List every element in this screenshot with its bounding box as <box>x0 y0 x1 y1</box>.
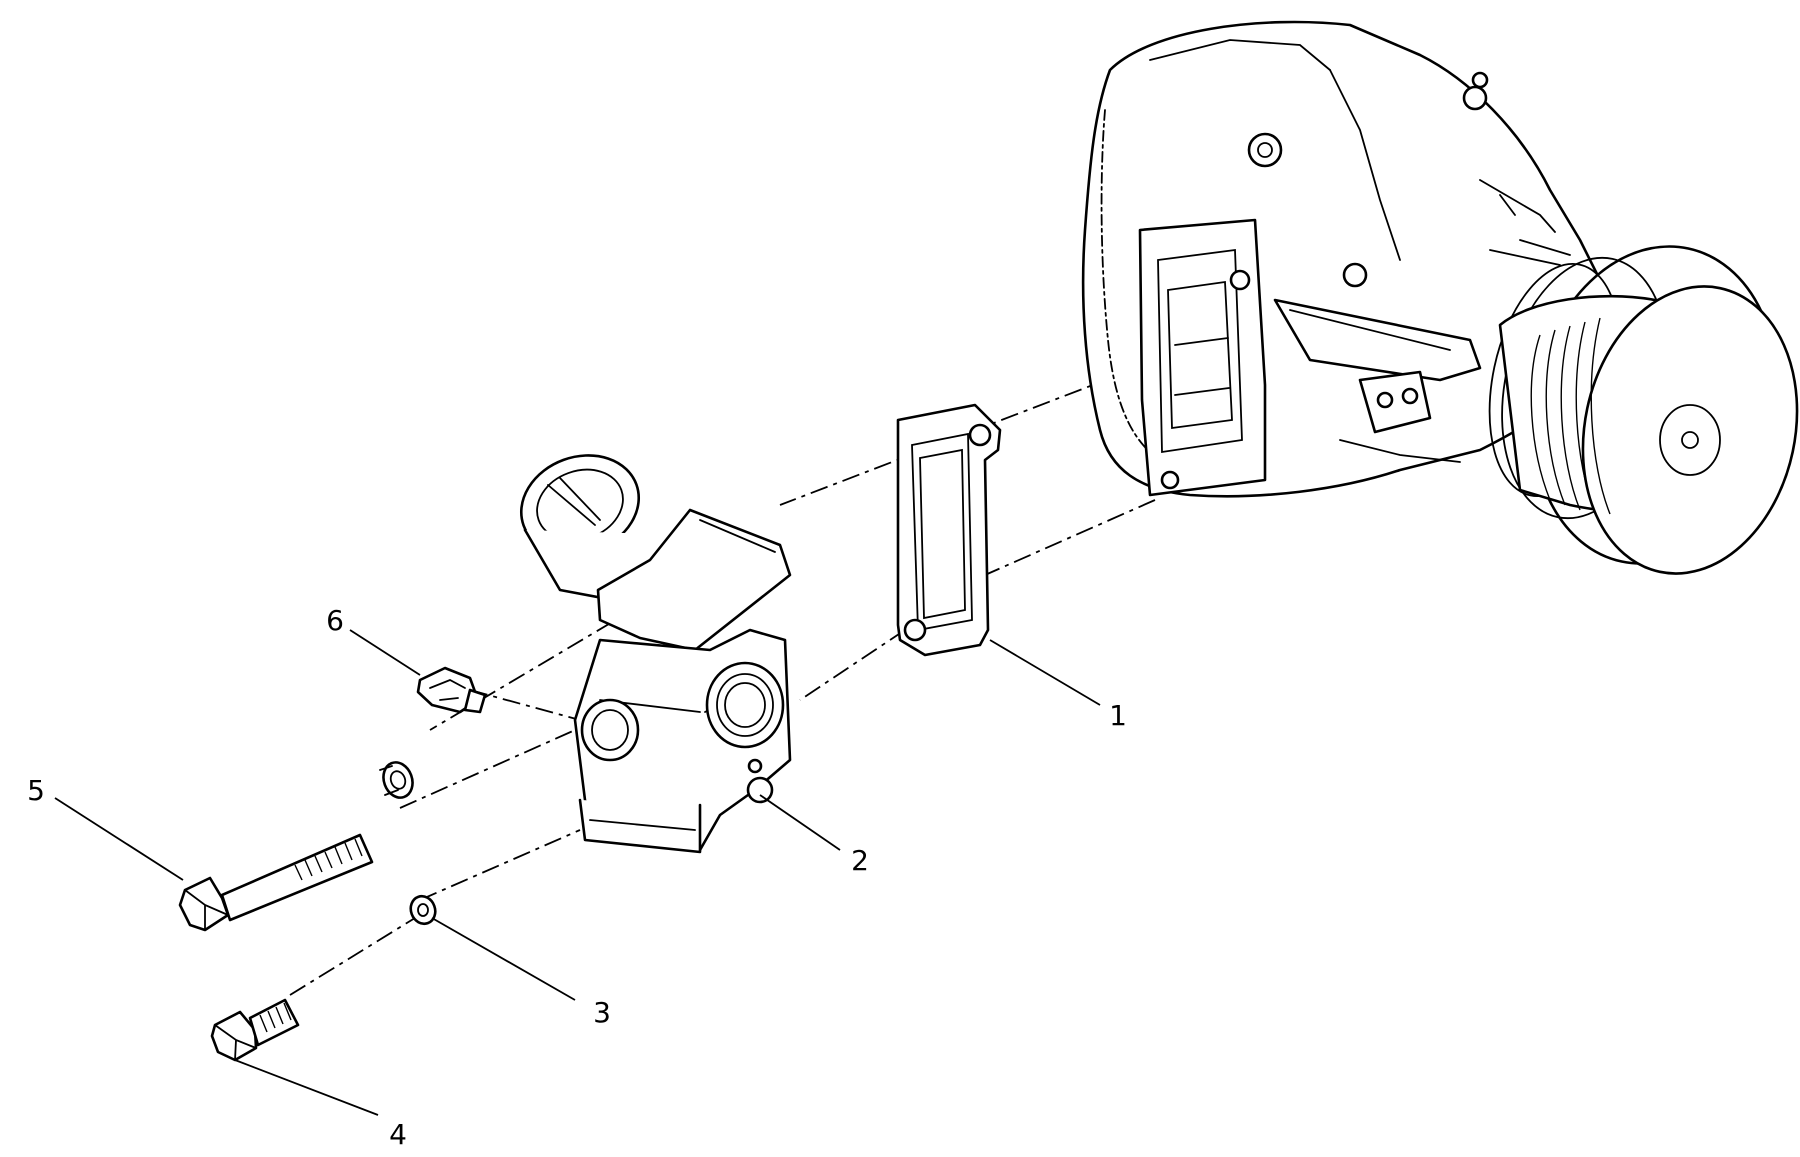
leader-5 <box>54 797 184 881</box>
leader-4 <box>234 1059 379 1116</box>
callout-1: 1 <box>1109 699 1127 732</box>
outlet-housing <box>519 454 792 854</box>
bolt-washer <box>379 761 414 799</box>
leader-6 <box>349 629 421 676</box>
callout-6: 6 <box>326 604 344 637</box>
callout-labels: 1 2 3 4 5 6 <box>27 604 1127 1151</box>
plug <box>416 666 487 714</box>
washer <box>409 894 437 926</box>
leader-2 <box>759 794 841 851</box>
leader-lines <box>54 629 1101 1116</box>
water-pump-housing <box>1081 20 1799 575</box>
leader-1 <box>989 639 1101 706</box>
callout-3: 3 <box>593 996 611 1029</box>
short-bolt <box>210 998 300 1062</box>
callout-2: 2 <box>851 844 869 877</box>
callout-5: 5 <box>27 774 45 807</box>
long-bolt <box>178 833 374 932</box>
leader-3 <box>431 917 576 1001</box>
gasket <box>896 403 1002 657</box>
callout-4: 4 <box>389 1118 407 1151</box>
